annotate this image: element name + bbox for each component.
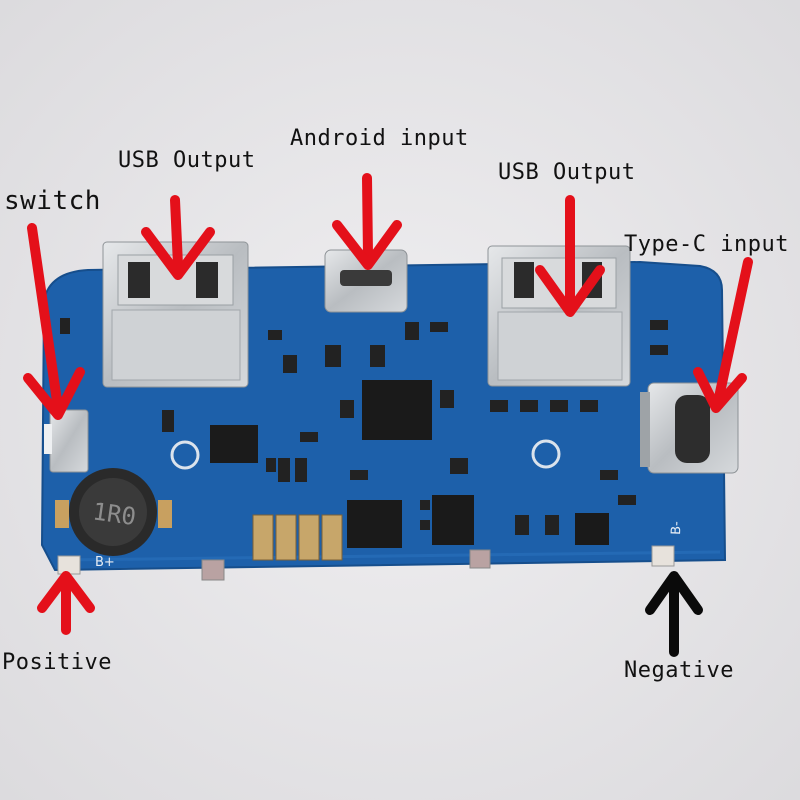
switch-component: [44, 409, 89, 473]
capacitor-row: [252, 514, 343, 561]
label-switch: switch: [4, 186, 101, 216]
micro-usb-port: [324, 249, 408, 313]
main-ic: [362, 380, 432, 440]
inductor: 1R0: [55, 468, 172, 556]
arrow-positive: [37, 571, 95, 635]
negative-pad: [651, 545, 675, 567]
ic-left: [210, 425, 258, 463]
arrow-android-input: [332, 173, 402, 270]
label-android-input: Android input: [290, 126, 469, 151]
mount-hole-right: [531, 439, 561, 469]
usb-port-left: [102, 241, 249, 388]
usb-port-right: [487, 245, 631, 387]
arrow-usb-output-left: [141, 195, 215, 280]
pad-right: [469, 549, 491, 569]
arrow-type-c-input: [693, 257, 753, 413]
positive-pad: [57, 555, 81, 575]
arrow-usb-output-right: [535, 195, 605, 317]
ic-lower: [347, 500, 402, 548]
label-positive: Positive: [2, 650, 112, 675]
pad-left: [201, 559, 225, 581]
label-usb-output-left: USB Output: [118, 148, 256, 173]
ic-mosfet: [432, 495, 474, 545]
arrow-negative: [645, 571, 703, 657]
pcb-b-minus-label: B-: [669, 521, 684, 535]
label-usb-output-right: USB Output: [498, 160, 636, 185]
inductor-marking: 1R0: [91, 497, 138, 531]
label-type-c-input: Type-C input: [624, 232, 789, 257]
ic-right: [575, 513, 609, 545]
mount-hole-left: [170, 440, 200, 470]
pcb-b-plus-label: B+: [95, 555, 115, 570]
arrow-switch: [23, 223, 85, 420]
smd-components: [60, 318, 668, 535]
label-negative: Negative: [624, 658, 734, 683]
